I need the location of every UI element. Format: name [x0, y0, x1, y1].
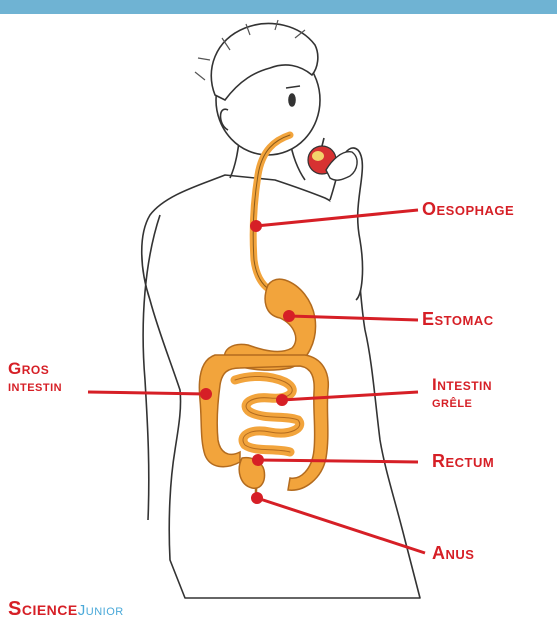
label-oesophage: Oesophage: [422, 200, 514, 219]
label-intestin-grele: Intestin grêle: [432, 376, 492, 410]
label-estomac-text: Estomac: [422, 309, 494, 329]
label-rectum: Rectum: [432, 452, 494, 471]
logo-junior-text: Junior: [78, 602, 124, 619]
science-junior-logo: ScienceJunior: [8, 598, 124, 621]
head: [195, 20, 320, 155]
logo-science-text: Science: [8, 598, 78, 620]
label-anus-text: Anus: [432, 543, 474, 563]
label-oesophage-text: Oesophage: [422, 199, 514, 219]
label-intestin-grele-line2: grêle: [432, 395, 492, 410]
label-gros-intestin-line2: intestin: [8, 379, 62, 394]
label-estomac: Estomac: [422, 310, 494, 329]
label-gros-intestin-line1: Gros: [8, 360, 62, 377]
label-rectum-text: Rectum: [432, 451, 494, 471]
label-anus: Anus: [432, 544, 474, 563]
label-gros-intestin: Gros intestin: [8, 360, 62, 394]
label-intestin-grele-line1: Intestin: [432, 376, 492, 393]
